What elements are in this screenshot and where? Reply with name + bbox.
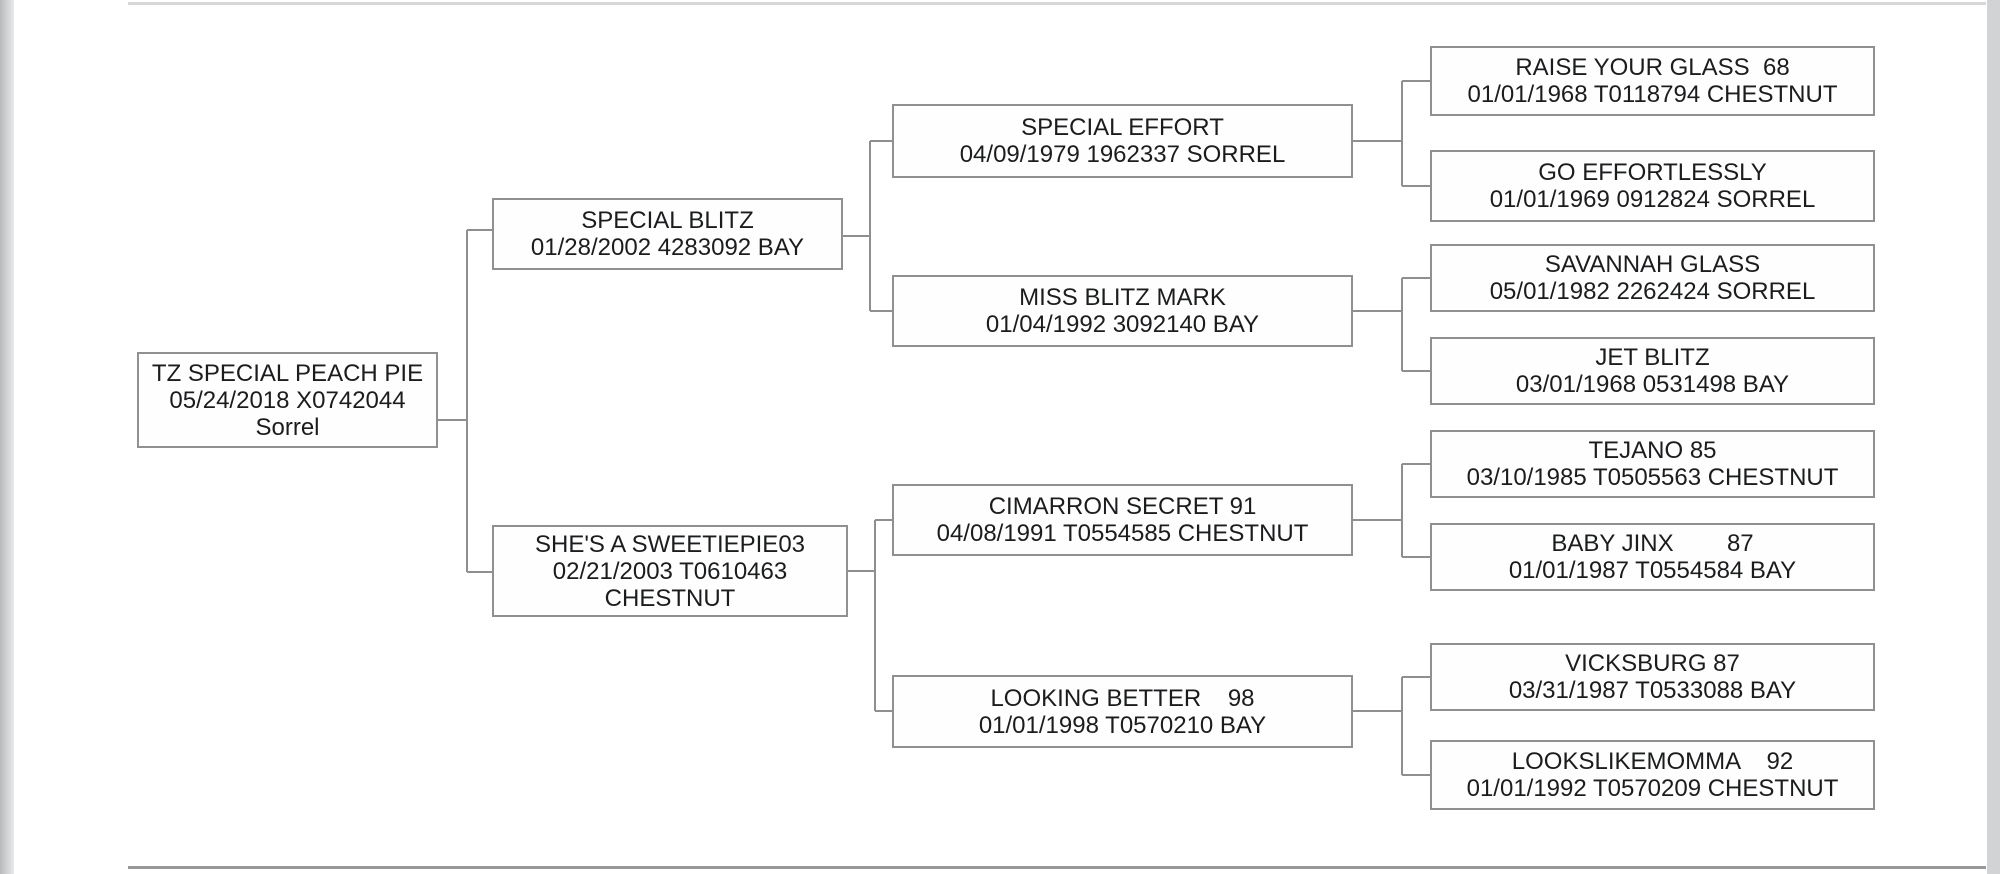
horse-name: MISS BLITZ MARK — [1019, 284, 1226, 311]
horse-name: LOOKSLIKEMOMMA 92 — [1511, 748, 1794, 775]
pedigree-box-sire-dam-sire: SAVANNAH GLASS 05/01/1982 2262424 SORREL — [1430, 244, 1875, 312]
horse-registration: 01/01/1987 T0554584 BAY — [1508, 557, 1797, 584]
pedigree-box-subject: TZ SPECIAL PEACH PIE 05/24/2018 X0742044… — [137, 352, 438, 448]
pedigree-box-dam: SHE'S A SWEETIEPIE03 02/21/2003 T0610463… — [492, 525, 848, 617]
right-scrollbar-track[interactable] — [1987, 0, 2000, 874]
horse-registration: 04/09/1979 1962337 SORREL — [959, 141, 1286, 168]
pedigree-box-dam-dam-sire: VICKSBURG 87 03/31/1987 T0533088 BAY — [1430, 643, 1875, 711]
horse-registration: 01/04/1992 3092140 BAY — [985, 311, 1260, 338]
pedigree-box-sire-sire-sire: RAISE YOUR GLASS 68 01/01/1968 T0118794 … — [1430, 46, 1875, 116]
horse-color: CHESTNUT — [604, 584, 736, 612]
horse-name: RAISE YOUR GLASS 68 — [1515, 54, 1790, 81]
horse-registration: 01/01/1968 T0118794 CHESTNUT — [1467, 81, 1838, 108]
horse-registration: 03/10/1985 T0505563 CHESTNUT — [1466, 464, 1839, 491]
horse-name: SHE'S A SWEETIEPIE03 — [534, 530, 806, 558]
left-gutter — [0, 0, 14, 874]
pedigree-box-sire-sire-dam: GO EFFORTLESSLY 01/01/1969 0912824 SORRE… — [1430, 150, 1875, 222]
horse-registration: 01/28/2002 4283092 BAY — [530, 234, 805, 261]
pedigree-box-sire-sire: SPECIAL EFFORT 04/09/1979 1962337 SORREL — [892, 104, 1353, 178]
pedigree-box-sire-dam-dam: JET BLITZ 03/01/1968 0531498 BAY — [1430, 337, 1875, 405]
horse-name: VICKSBURG 87 — [1565, 650, 1740, 677]
horse-name: CIMARRON SECRET 91 — [988, 493, 1257, 520]
horse-name: BABY JINX 87 — [1551, 530, 1754, 557]
horse-registration: 05/01/1982 2262424 SORREL — [1489, 278, 1816, 305]
horse-registration: 01/01/1998 T0570210 BAY — [978, 711, 1267, 739]
pedigree-box-dam-sire-sire: TEJANO 85 03/10/1985 T0505563 CHESTNUT — [1430, 430, 1875, 498]
horse-registration: 01/01/1992 T0570209 CHESTNUT — [1466, 775, 1839, 802]
horse-registration: 03/31/1987 T0533088 BAY — [1508, 677, 1797, 704]
horse-name: SAVANNAH GLASS — [1544, 251, 1761, 278]
horse-name: TEJANO 85 — [1588, 437, 1717, 464]
pedigree-box-sire: SPECIAL BLITZ 01/28/2002 4283092 BAY — [492, 198, 843, 270]
horse-registration: 03/01/1968 0531498 BAY — [1515, 371, 1790, 398]
horse-name: SPECIAL BLITZ — [581, 207, 754, 234]
horse-registration: 04/08/1991 T0554585 CHESTNUT — [936, 520, 1309, 547]
horse-name: LOOKING BETTER 98 — [990, 684, 1255, 712]
horse-registration: 02/21/2003 T0610463 — [552, 557, 788, 585]
pedigree-box-dam-dam-dam: LOOKSLIKEMOMMA 92 01/01/1992 T0570209 CH… — [1430, 740, 1875, 810]
pedigree-box-dam-sire-dam: BABY JINX 87 01/01/1987 T0554584 BAY — [1430, 523, 1875, 591]
horse-name: TZ SPECIAL PEACH PIE — [151, 359, 424, 387]
horse-registration: 01/01/1969 0912824 SORREL — [1489, 186, 1816, 213]
horse-name: SPECIAL EFFORT — [1021, 114, 1224, 141]
horse-name: JET BLITZ — [1595, 344, 1710, 371]
pedigree-box-dam-dam: LOOKING BETTER 98 01/01/1998 T0570210 BA… — [892, 675, 1353, 748]
pedigree-box-dam-sire: CIMARRON SECRET 91 04/08/1991 T0554585 C… — [892, 484, 1353, 556]
bottom-rule — [128, 866, 1986, 869]
horse-name: GO EFFORTLESSLY — [1538, 159, 1767, 186]
horse-registration: 05/24/2018 X0742044 — [169, 386, 406, 414]
pedigree-box-sire-dam: MISS BLITZ MARK 01/04/1992 3092140 BAY — [892, 275, 1353, 347]
horse-color: Sorrel — [255, 413, 320, 441]
top-rule — [128, 2, 1986, 5]
